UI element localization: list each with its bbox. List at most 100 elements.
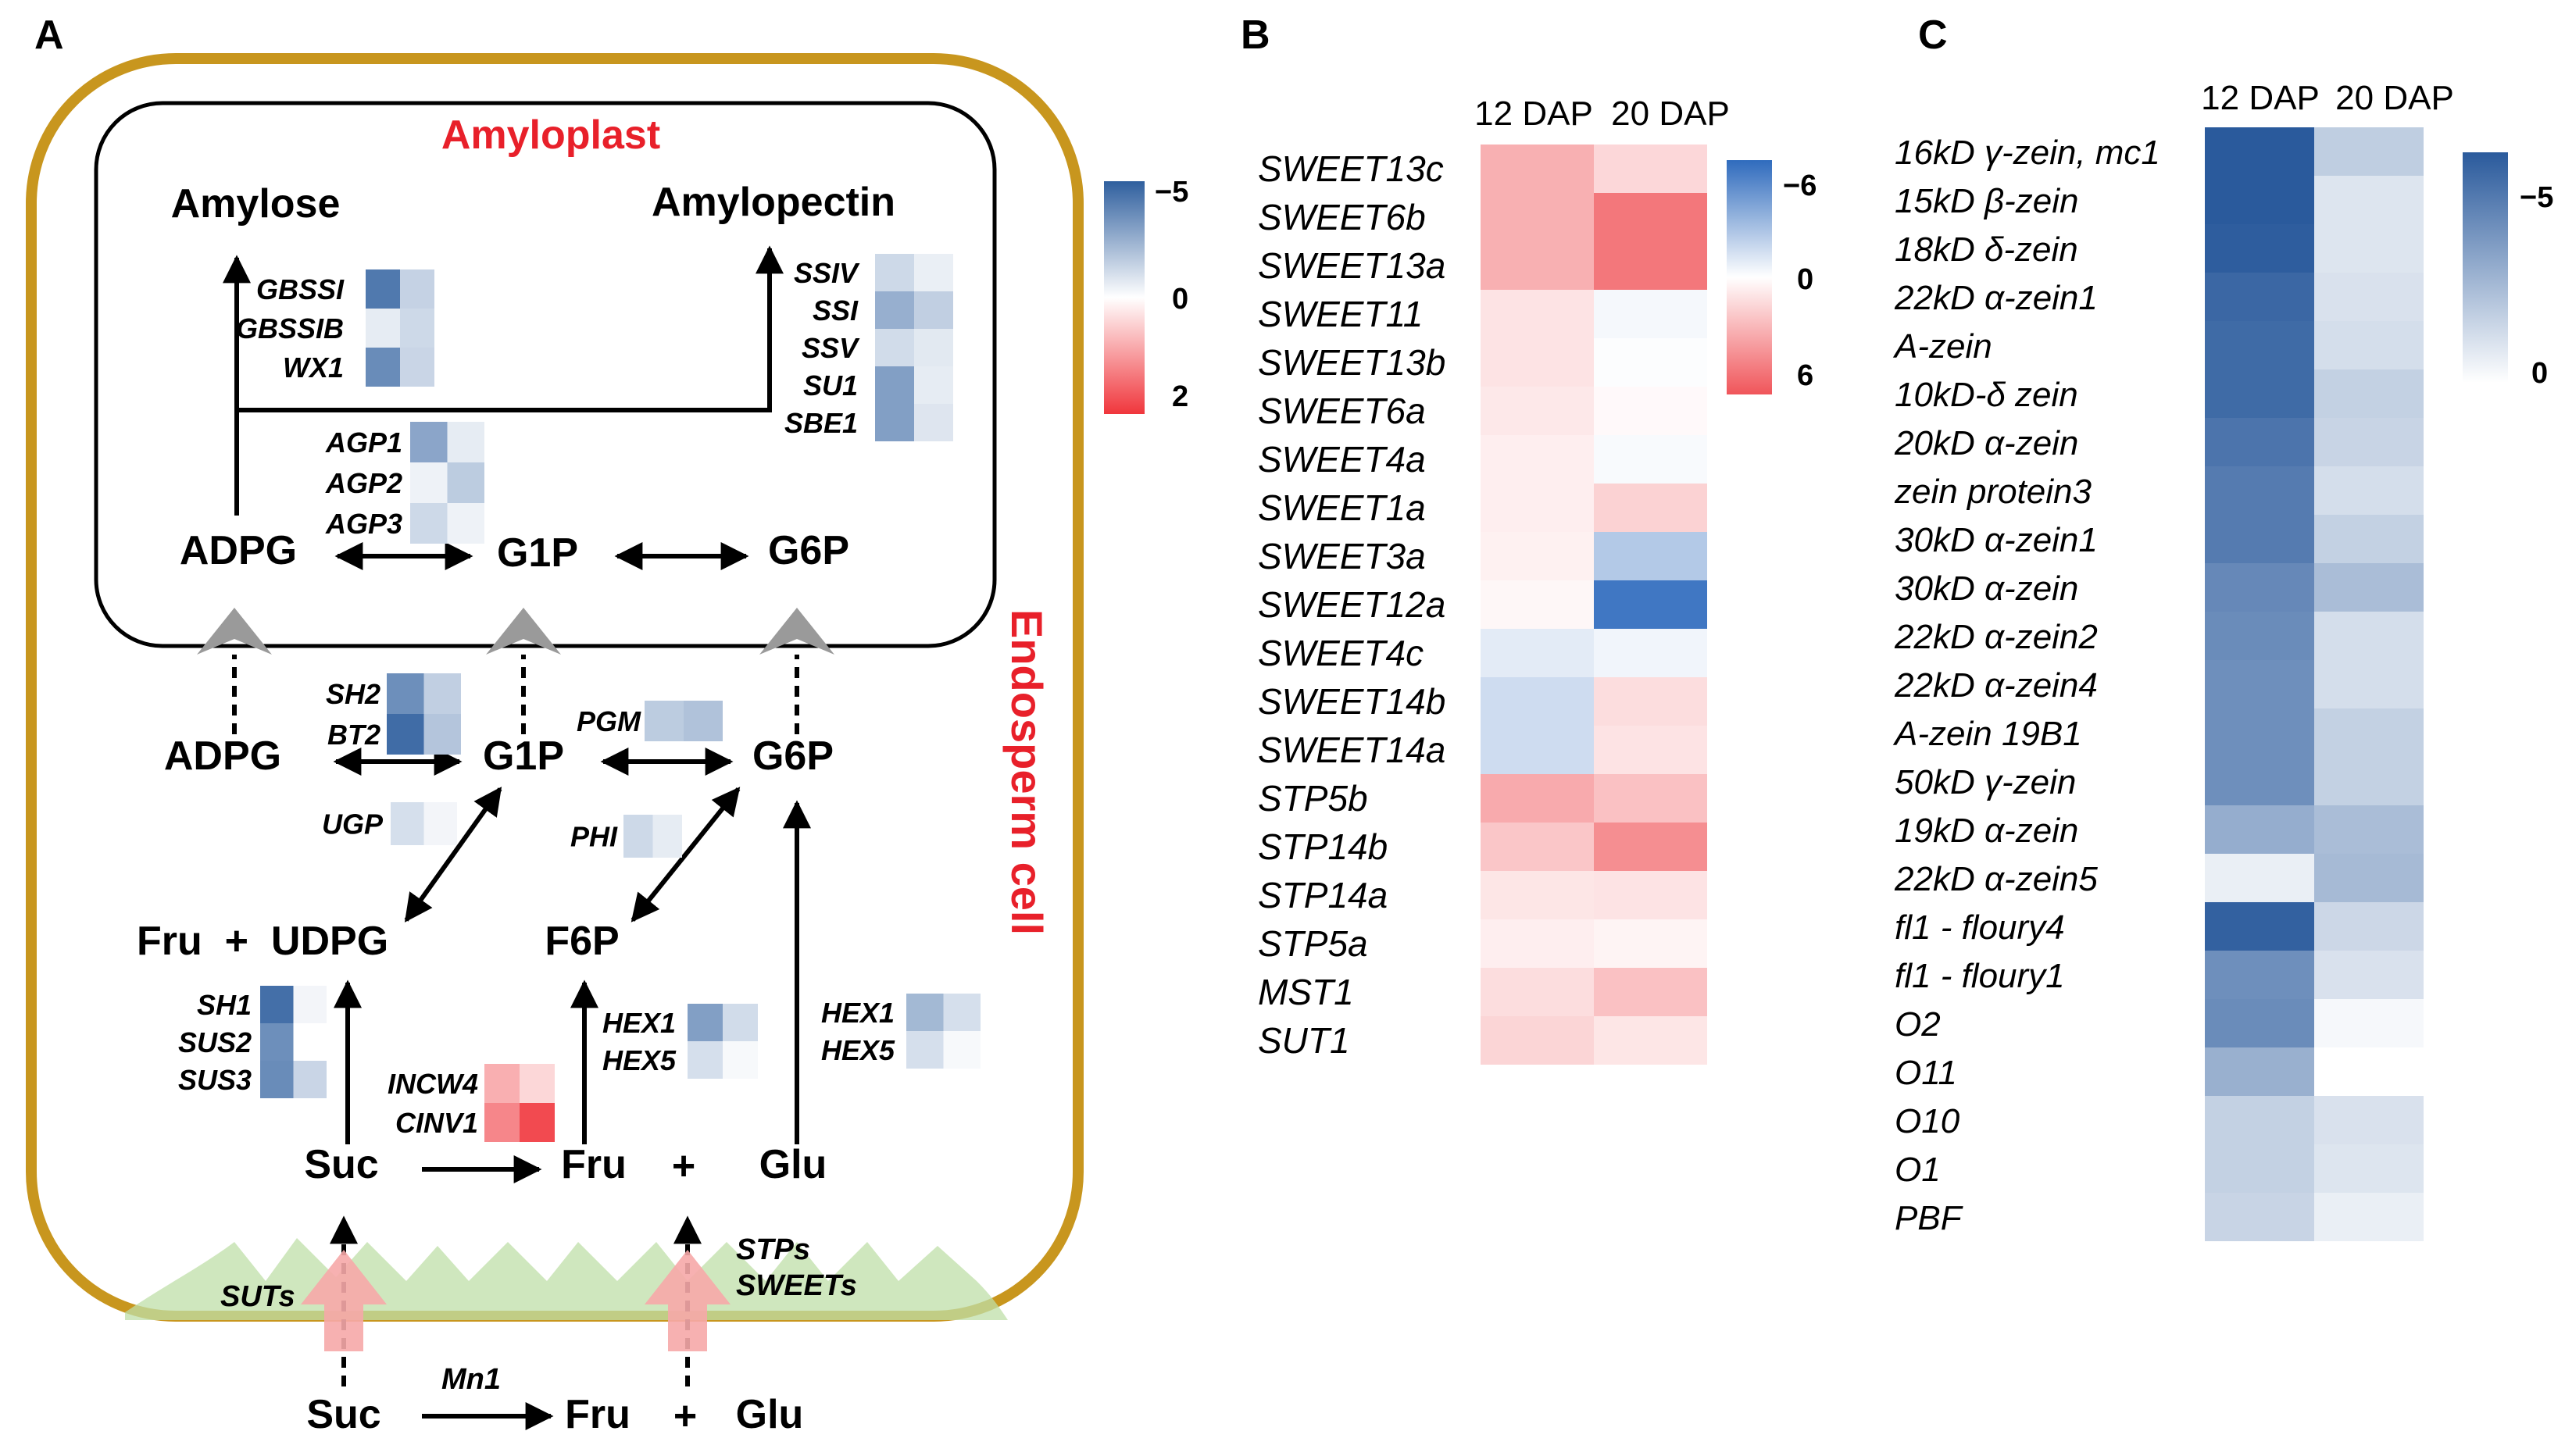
gene-label: 50kD γ-zein: [1895, 763, 2076, 801]
heatmap-cell: [2314, 224, 2424, 273]
heatmap-cell: [1481, 1016, 1594, 1065]
heatmap-cell: [2205, 805, 2314, 854]
gene-label: zein protein3: [1894, 473, 2092, 511]
gene-label: SWEET4c: [1258, 633, 1424, 673]
heatmap-cell: [2205, 757, 2314, 805]
heatmap-cell: [2205, 612, 2314, 660]
scale-c-bar: [2463, 152, 2508, 383]
heatmap-cell: [875, 404, 914, 441]
panel-c-label: C: [1918, 12, 1948, 58]
heatmap-cell: [400, 348, 434, 387]
heatmap-cell: [484, 1064, 520, 1103]
heatmap-cell: [2205, 127, 2314, 176]
heatmap-cell: [293, 1061, 327, 1098]
heatmap-cell: [1594, 871, 1707, 919]
heatmap-cell: [2314, 902, 2424, 951]
gene-label: fl1 - floury1: [1895, 957, 2065, 995]
sweet-transporter-arrow: [645, 1250, 731, 1351]
heatmap-cell: [2314, 1193, 2424, 1241]
heatmap-cell: [387, 714, 424, 755]
gene-label: 10kD-δ zein: [1895, 376, 2078, 414]
heatmap-cell: [1594, 145, 1707, 193]
heatmap-cell: [260, 1061, 294, 1098]
heatmap-cell: [1481, 387, 1594, 435]
gene-label: BT2: [327, 719, 380, 751]
suc-apoplast-label: Suc: [306, 1392, 380, 1437]
f6p-label: F6P: [545, 919, 619, 964]
gene-label: HEX5: [821, 1034, 895, 1066]
gene-label: SWEET4a: [1258, 439, 1426, 480]
gene-label: A-zein: [1892, 327, 1992, 366]
heatmap-cell: [260, 986, 294, 1023]
heatmap-cell: [914, 366, 953, 404]
heatmap-cell: [645, 701, 684, 741]
heatmap-cell: [1481, 968, 1594, 1016]
heatmap-cell: [2205, 854, 2314, 902]
fru-udpg-label: Fru + UDPG: [137, 919, 388, 964]
arrow-f6p-g6p: [631, 787, 741, 922]
arrow-udpg-g1p: [404, 787, 502, 922]
heatmap-cell: [2314, 854, 2424, 902]
scale-c-bottom: 0: [2531, 357, 2548, 390]
heatmap-cell: [1481, 919, 1594, 968]
heatmap-cell: [2314, 321, 2424, 369]
heatmap-cell: [2314, 660, 2424, 708]
arrow-branch-to-amylopectin: [237, 245, 784, 412]
membrane-transporters: [301, 1250, 731, 1351]
amylopectin-label: Amylopectin: [652, 180, 895, 225]
heatmap-cell: [1481, 580, 1594, 629]
heatmap-cell: [1594, 580, 1707, 629]
heatmap-cell: [1481, 726, 1594, 774]
gene-label: SWEET3a: [1258, 536, 1426, 576]
gene-label: HEX1: [821, 997, 895, 1029]
heatmap-cell: [875, 366, 914, 404]
heatmap-cell: [1594, 823, 1707, 871]
heatmap-cell: [652, 815, 682, 858]
heatmap-cell: [1594, 290, 1707, 338]
gene-label: SWEET13c: [1258, 148, 1444, 189]
heatmap-cell: [875, 254, 914, 291]
gene-label: HEX5: [602, 1044, 677, 1076]
heatmap-cell: [1594, 968, 1707, 1016]
heatmap-cell: [906, 994, 944, 1031]
heatmap-cell: [2205, 466, 2314, 515]
heatmap-cell: [1481, 290, 1594, 338]
gene-label: PGM: [577, 705, 641, 737]
scale-a-bottom: 2: [1172, 380, 1188, 413]
heatmap-cell: [366, 348, 400, 387]
heatmap-cell: [400, 309, 434, 348]
g6p-transporter-arrow: [759, 608, 834, 655]
heatmap-cell: [2205, 999, 2314, 1047]
gene-label: SUT1: [1258, 1020, 1350, 1061]
gene-label: STP5b: [1258, 778, 1368, 819]
gene-label: AGP1: [325, 426, 402, 459]
scale-a-top: −5: [1155, 176, 1188, 209]
gene-label: SWEET14a: [1258, 730, 1445, 770]
gene-label: SSI: [813, 294, 859, 327]
panel-a: A Amyloplast Endosperm cell Amylose Amyl…: [26, 12, 1188, 1439]
heatmap-cell: [447, 503, 484, 544]
glu-apoplast-label: Glu: [736, 1392, 804, 1437]
heatmap-cell: [1594, 774, 1707, 823]
sweets-label: SWEETs: [736, 1269, 857, 1302]
gene-label: 19kD α-zein: [1895, 812, 2078, 850]
gene-label: PHI: [570, 821, 618, 853]
panel-a-mini-heatmaps: GBSSIGBSSIBWX1SSIVSSISSVSU1SBE1AGP1AGP2A…: [178, 254, 981, 1142]
amyloplast-title: Amyloplast: [441, 112, 660, 158]
heatmap-cell: [1481, 193, 1594, 241]
heatmap-cell: [366, 309, 400, 348]
suts-label: SUTs: [220, 1280, 295, 1313]
scale-c-top: −5: [2520, 181, 2553, 214]
gene-label: 22kD α-zein1: [1894, 279, 2098, 317]
heatmap-cell: [260, 1023, 294, 1061]
heatmap-cell: [723, 1041, 758, 1079]
g6p-amyloplast-label: G6P: [768, 528, 849, 573]
heatmap-cell: [943, 994, 981, 1031]
heatmap-cell: [2314, 999, 2424, 1047]
heatmap-cell: [410, 462, 448, 503]
heatmap-cell: [2205, 708, 2314, 757]
heatmap-cell: [875, 291, 914, 329]
heatmap-cell: [1594, 241, 1707, 290]
